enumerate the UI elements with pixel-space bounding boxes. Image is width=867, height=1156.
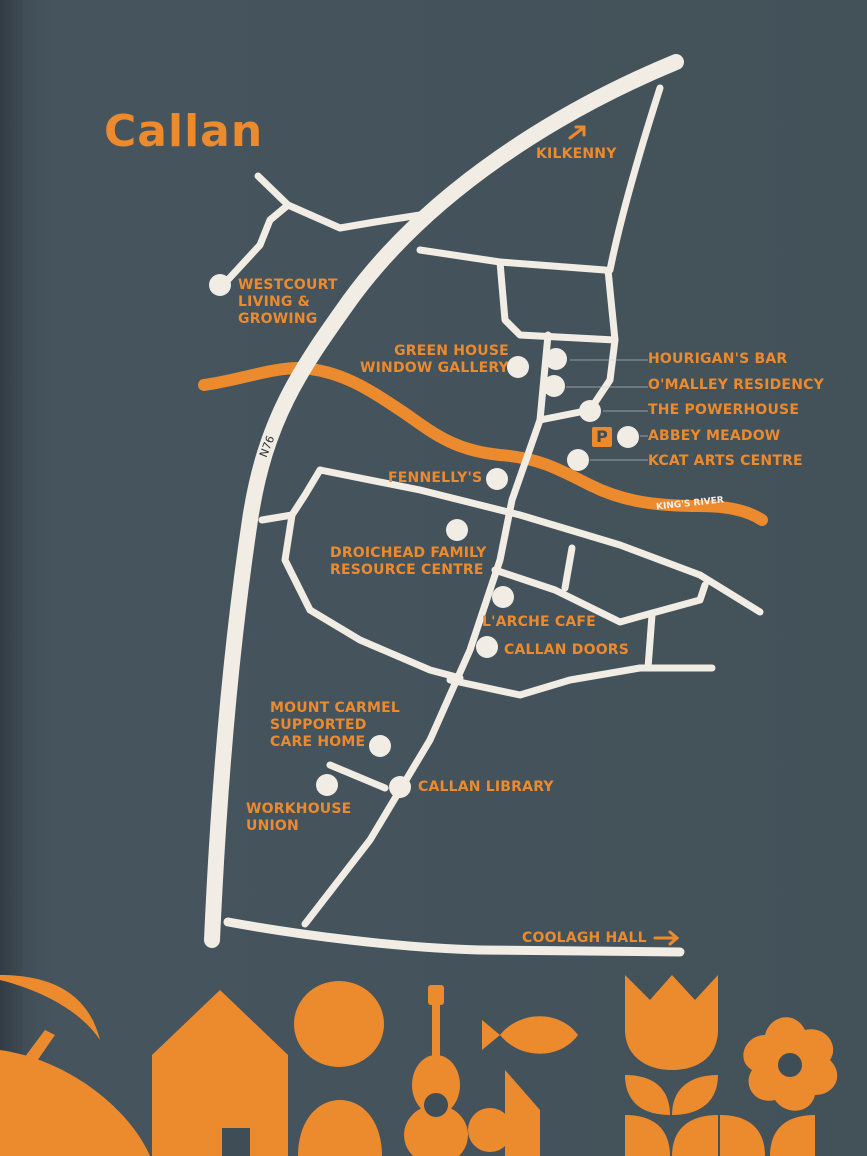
- arrow-right-icon: [653, 930, 680, 946]
- guitar-icon: [404, 985, 468, 1156]
- label-workhouse: WORKHOUSE UNION: [246, 801, 352, 834]
- direction-kilkenny: KILKENNY: [536, 146, 617, 162]
- label-omalley: O'MALLEY RESIDENCY: [648, 377, 824, 393]
- label-droichead: DROICHEAD FAMILY RESOURCE CENTRE: [330, 545, 487, 578]
- marker-abbey-meadow: [617, 426, 639, 448]
- marker-callan-doors: [476, 636, 498, 658]
- label-fennellys: FENNELLY'S: [388, 470, 483, 486]
- road-kilkenny: [606, 84, 664, 274]
- marker-droichead: [446, 519, 468, 541]
- location-markers: [209, 274, 639, 798]
- circle-shape: [294, 981, 384, 1067]
- label-abbey-meadow: ABBEY MEADOW: [648, 428, 781, 444]
- marker-hourigans: [545, 348, 567, 370]
- book-spine: [0, 0, 22, 1156]
- marker-mount-carmel: [369, 735, 391, 757]
- tulip-icon: [625, 975, 718, 1070]
- marker-larche: [492, 586, 514, 608]
- marker-fennellys: [486, 468, 508, 490]
- marker-workhouse: [316, 774, 338, 796]
- label-callan-doors: CALLAN DOORS: [504, 642, 630, 658]
- label-larche: L'ARCHE CAFE: [482, 614, 596, 630]
- road-n76: [204, 54, 684, 948]
- label-callan-library: CALLAN LIBRARY: [418, 779, 554, 795]
- label-westcourt: WESTCOURT LIVING & GROWING: [238, 277, 338, 327]
- marker-powerhouse: [579, 400, 601, 422]
- page-title: Callan: [104, 106, 264, 157]
- marker-library: [389, 776, 411, 798]
- arrow-up-right-icon: [568, 125, 586, 140]
- bird-icon: [0, 975, 100, 1100]
- marker-kcat: [567, 449, 589, 471]
- parking-icon: P: [592, 427, 612, 447]
- marker-omalley: [543, 375, 565, 397]
- direction-coolagh-hall: COOLAGH HALL: [522, 930, 647, 946]
- label-green-house: GREEN HOUSE WINDOW GALLERY: [360, 343, 509, 376]
- road-westcourt: [221, 172, 292, 287]
- road-main-street: [301, 331, 552, 928]
- marker-westcourt: [209, 274, 231, 296]
- label-hourigans: HOURIGAN'S BAR: [648, 351, 788, 367]
- decorative-illustrations: [0, 975, 838, 1156]
- label-kcat: KCAT ARTS CENTRE: [648, 453, 803, 469]
- fish-icon: [482, 1016, 578, 1054]
- road-coolagh: [223, 917, 685, 957]
- label-mount-carmel: MOUNT CARMEL SUPPORTED CARE HOME: [270, 700, 401, 750]
- label-powerhouse: THE POWERHOUSE: [648, 402, 800, 418]
- marker-green-house: [507, 356, 529, 378]
- house-icon: [152, 990, 288, 1156]
- sun-circle-icon: [0, 1050, 150, 1156]
